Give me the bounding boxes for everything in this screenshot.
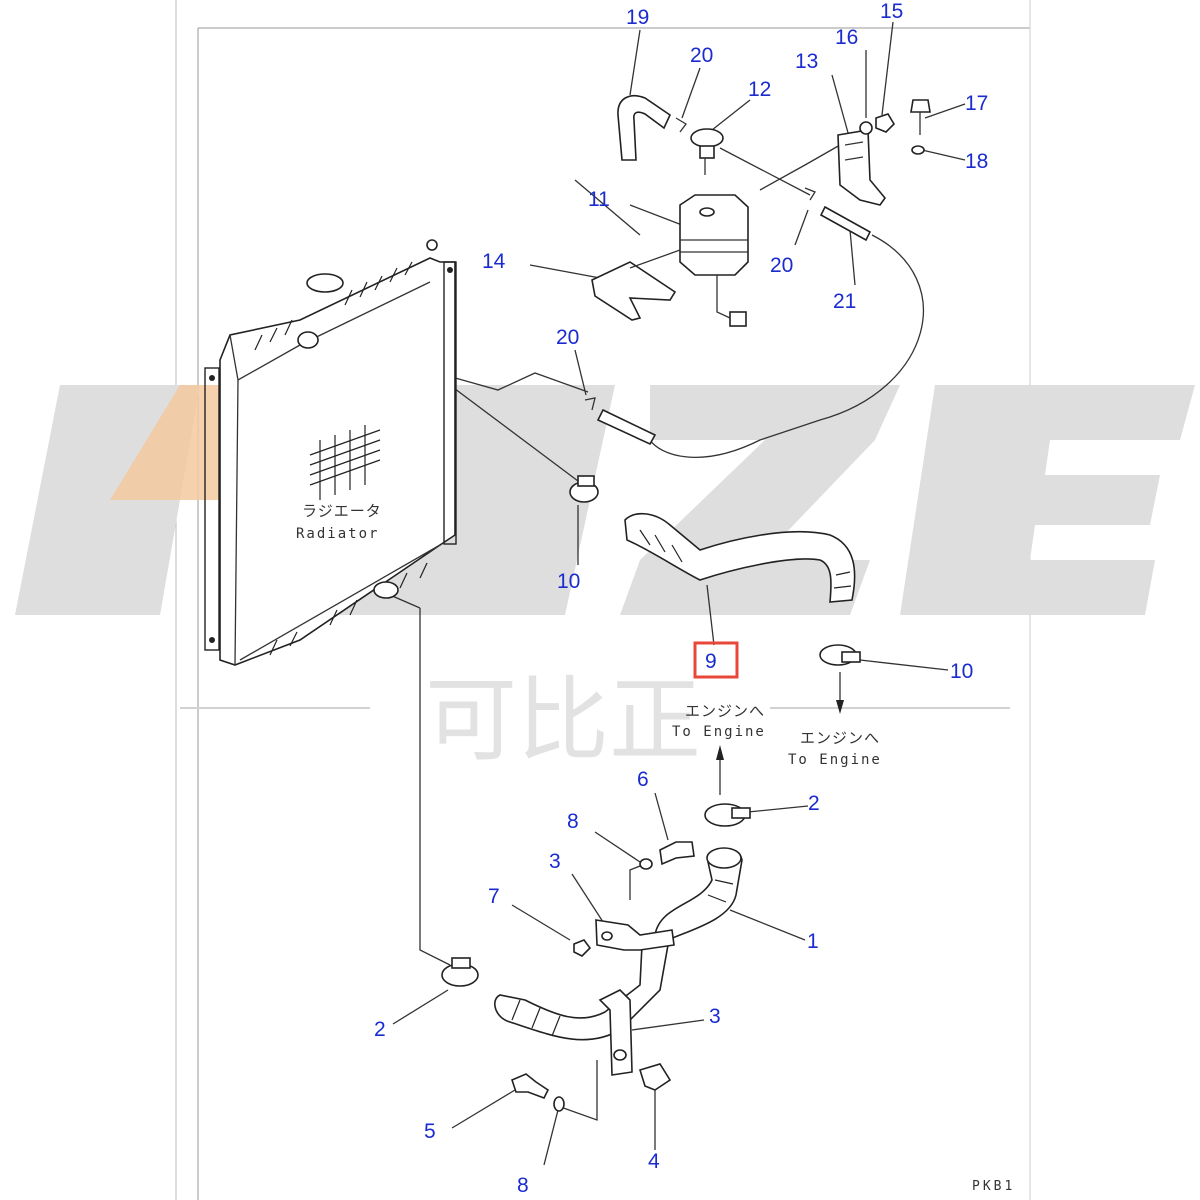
hose-1 — [654, 847, 743, 941]
callout-labels: 19 20 12 13 16 15 17 18 11 14 20 21 20 1… — [374, 0, 988, 1197]
callout-3-upper: 3 — [549, 850, 561, 873]
pipe-assembly — [494, 944, 669, 1041]
callout-20-left: 20 — [556, 326, 579, 349]
hose-9 — [624, 512, 856, 603]
callout-2-right: 2 — [808, 792, 820, 815]
callout-20-mid: 20 — [770, 254, 793, 277]
small-parts — [584, 99, 931, 411]
callout-15: 15 — [880, 0, 903, 23]
tube-21-ends — [596, 205, 872, 446]
callout-9: 9 — [705, 650, 717, 673]
callout-18: 18 — [965, 150, 988, 173]
callout-2-left: 2 — [374, 1018, 386, 1041]
callout-4: 4 — [648, 1150, 660, 1173]
clamps — [441, 475, 861, 987]
bracket-3-lower — [598, 989, 633, 1076]
watermark-chinese-text: 可比正 — [425, 667, 701, 774]
cap-12 — [690, 128, 724, 175]
mount-bracket-13 — [837, 129, 887, 206]
engine-label-2-jp: エンジンへ — [800, 729, 880, 747]
callout-16: 16 — [835, 26, 858, 49]
hose-19 — [617, 94, 672, 161]
leader-lines — [392, 21, 966, 1166]
bracket-3-upper — [595, 919, 675, 951]
engine-label-2-en: To Engine — [788, 752, 882, 768]
drawing-code: PKB1 — [972, 1179, 1015, 1194]
radiator-label-jp: ラジエータ — [302, 502, 382, 520]
callout-1: 1 — [807, 930, 819, 953]
callout-3-lower: 3 — [709, 1005, 721, 1028]
engine-label-1-en: To Engine — [672, 724, 766, 740]
callout-8-upper: 8 — [567, 810, 579, 833]
clamp-2-upper — [704, 803, 751, 827]
fasteners — [511, 841, 695, 1112]
callout-10-right: 10 — [950, 660, 973, 683]
callout-8-lower: 8 — [517, 1174, 529, 1197]
callout-13: 13 — [795, 50, 818, 73]
kbze-watermark: 可比正 — [15, 385, 1195, 774]
callout-20-top: 20 — [690, 44, 713, 67]
callout-10-left: 10 — [557, 570, 580, 593]
engine-label-1-jp: エンジンへ — [685, 702, 765, 720]
clamp-10-upper — [569, 475, 599, 503]
callout-14: 14 — [482, 250, 506, 273]
reserve-tank — [679, 194, 749, 327]
callout-19: 19 — [626, 6, 649, 29]
callout-21: 21 — [833, 290, 856, 313]
clamp-10-right — [819, 644, 861, 666]
radiator: ラジエータ Radiator — [204, 239, 457, 666]
tank-bracket — [591, 249, 681, 321]
callout-7: 7 — [488, 885, 500, 908]
radiator-label-en: Radiator — [296, 526, 379, 542]
callout-17: 17 — [965, 92, 988, 115]
clamp-2-lower — [441, 957, 479, 987]
callout-5: 5 — [424, 1120, 436, 1143]
callout-6: 6 — [637, 768, 649, 791]
highlight-box-part-9 — [693, 641, 739, 679]
callout-11: 11 — [588, 188, 610, 211]
callout-12: 12 — [748, 78, 771, 101]
engine-arrows — [716, 700, 844, 760]
